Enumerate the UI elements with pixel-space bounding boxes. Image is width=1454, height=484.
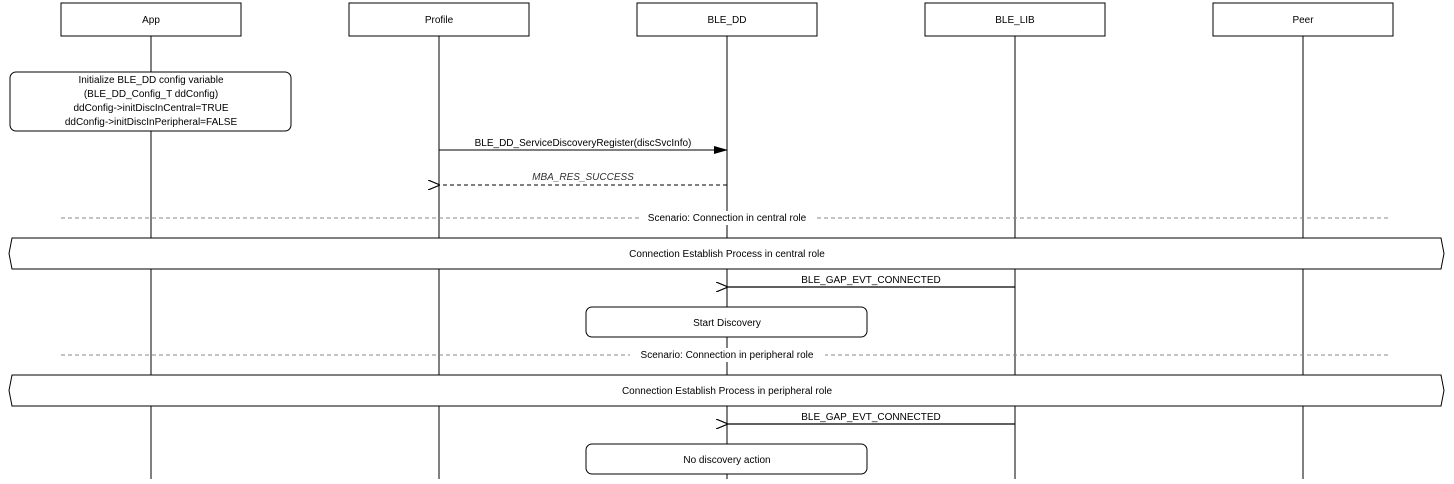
participant-box (1212, 2, 1394, 37)
action-box (585, 306, 868, 338)
divider-label-bg (630, 348, 825, 362)
note-line: ddConfig->initDiscInCentral=TRUE (73, 103, 228, 114)
message-gap-evt-connected-central[interactable]: BLE_GAP_EVT_CONNECTED (728, 275, 1015, 287)
action-box (585, 443, 868, 475)
scenario-divider-central: Scenario: Connection in central role (61, 211, 1390, 225)
message-res-success[interactable]: MBA_RES_SUCCESS (440, 172, 727, 185)
participant-peer[interactable]: Peer (1212, 2, 1394, 37)
process-label: Connection Establish Process in central … (629, 249, 825, 260)
scenario-label: Scenario: Connection in peripheral role (641, 350, 814, 361)
participant-ble-dd[interactable]: BLE_DD (636, 2, 818, 37)
message-label: BLE_GAP_EVT_CONNECTED (801, 412, 941, 423)
action-label: Start Discovery (693, 318, 761, 329)
action-no-discovery[interactable]: No discovery action (585, 443, 868, 475)
participant-label: App (142, 15, 160, 26)
message-gap-evt-connected-peripheral[interactable]: BLE_GAP_EVT_CONNECTED (728, 412, 1015, 424)
participant-ble-lib[interactable]: BLE_LIB (924, 2, 1106, 37)
participant-box (60, 2, 242, 37)
process-bar-peripheral[interactable]: Connection Establish Process in peripher… (8, 374, 1445, 407)
message-label: MBA_RES_SUCCESS (532, 172, 634, 183)
note-box (9, 71, 292, 132)
note-line: ddConfig->initDiscInPeripheral=FALSE (65, 117, 238, 128)
participant-label: Profile (425, 15, 454, 26)
init-config-note[interactable]: Initialize BLE_DD config variable (BLE_D… (9, 71, 292, 132)
process-shape (8, 374, 1445, 407)
participant-label: Peer (1292, 15, 1314, 26)
process-bar-central[interactable]: Connection Establish Process in central … (8, 237, 1445, 270)
divider-label-bg (640, 211, 815, 225)
participant-app[interactable]: App (60, 2, 242, 37)
participant-box (636, 2, 818, 37)
note-line: (BLE_DD_Config_T ddConfig) (84, 89, 218, 100)
message-service-discovery-register[interactable]: BLE_DD_ServiceDiscoveryRegister(discSvcI… (439, 138, 728, 154)
participant-label: BLE_DD (708, 15, 747, 26)
scenario-divider-peripheral: Scenario: Connection in peripheral role (61, 348, 1390, 362)
participant-box (348, 2, 530, 37)
process-label: Connection Establish Process in peripher… (622, 386, 833, 397)
note-line: Initialize BLE_DD config variable (78, 75, 224, 86)
action-label: No discovery action (683, 455, 770, 466)
process-shape (8, 237, 1445, 270)
action-start-discovery[interactable]: Start Discovery (585, 306, 868, 338)
message-label: BLE_GAP_EVT_CONNECTED (801, 275, 941, 286)
scenario-label: Scenario: Connection in central role (648, 213, 807, 224)
participant-box (924, 2, 1106, 37)
participant-label: BLE_LIB (995, 15, 1035, 26)
participant-profile[interactable]: Profile (348, 2, 530, 37)
message-label: BLE_DD_ServiceDiscoveryRegister(discSvcI… (475, 138, 692, 149)
